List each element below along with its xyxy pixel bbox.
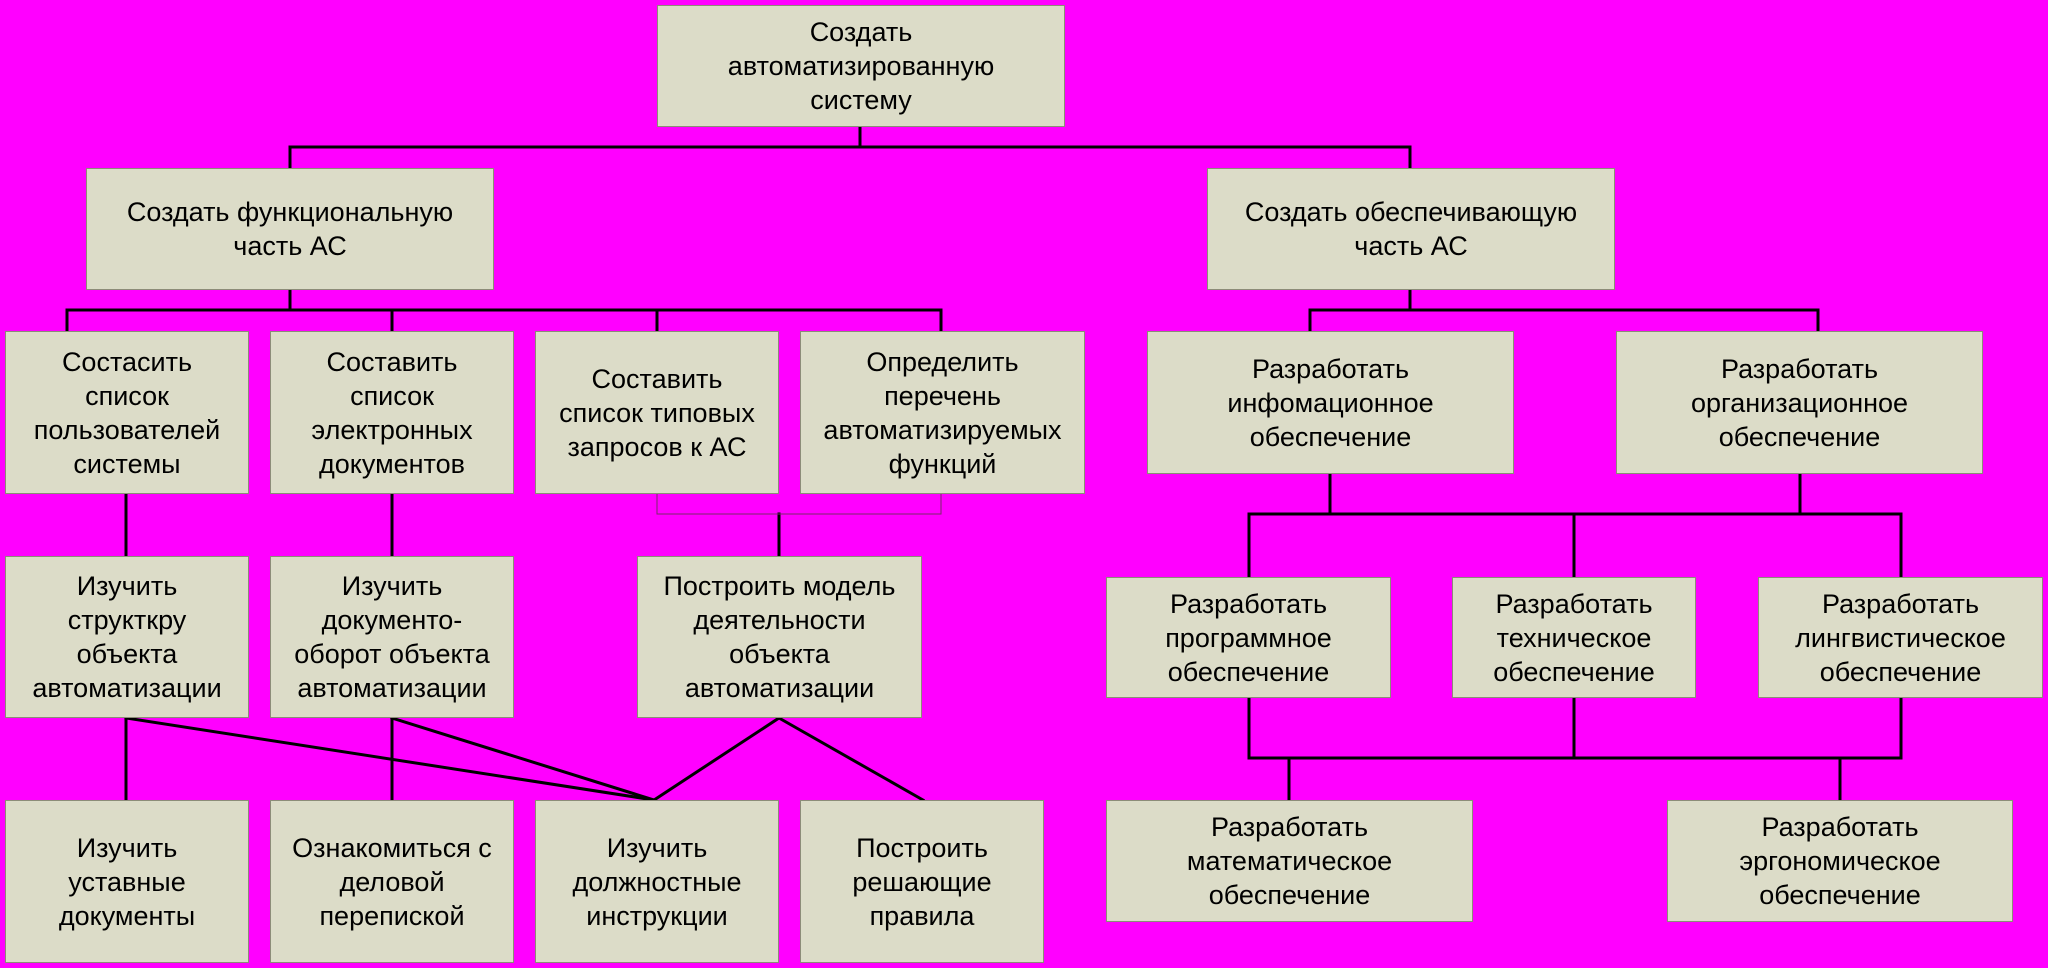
node-study-docflow: Изучить документо- оборот объекта автома… — [270, 556, 514, 718]
node-review-correspondence: Ознакомиться с деловой перепиской — [270, 800, 514, 963]
node-linguistic-support: Разработать лингвистическое обеспечение — [1758, 577, 2043, 698]
node-build-model: Построить модель деятельности объекта ав… — [637, 556, 922, 718]
node-create-automated-system: Создать автоматизированную систему — [657, 5, 1065, 127]
edge-docflow-instructions — [390, 716, 656, 802]
node-list-queries: Составить список типовых запросов к АС — [535, 331, 779, 494]
node-org-support: Разработать организационное обеспечение — [1616, 331, 1983, 474]
node-list-users: Состасить список пользователей системы — [5, 331, 249, 494]
edge-model-instructions — [651, 715, 782, 803]
node-functional-part: Создать функциональную часть АС — [86, 168, 494, 290]
node-info-support: Разработать инфомационное обеспечение — [1147, 331, 1514, 474]
node-study-structure: Изучить структкру объекта автоматизации — [5, 556, 249, 718]
node-define-functions: Определить перечень автоматизируемых фун… — [800, 331, 1085, 494]
node-technical-support: Разработать техническое обеспечение — [1452, 577, 1696, 698]
node-study-instructions: Изучить должностные инструкции — [535, 800, 779, 963]
node-supporting-part: Создать обеспечивающую часть АС — [1207, 168, 1615, 290]
edge-model-rules — [776, 715, 926, 803]
node-study-charter: Изучить уставные документы — [5, 800, 249, 963]
node-ergonomic-support: Разработать эргономическое обеспечение — [1667, 800, 2013, 922]
node-build-rules: Построить решающие правила — [800, 800, 1044, 963]
node-software-support: Разработать программное обеспечение — [1106, 577, 1391, 698]
edge-structure-instructions — [124, 716, 656, 802]
node-math-support: Разработать математическое обеспечение — [1106, 800, 1473, 922]
edge-queries-functions-join — [656, 494, 942, 515]
node-list-documents: Составить список электронных документов — [270, 331, 514, 494]
